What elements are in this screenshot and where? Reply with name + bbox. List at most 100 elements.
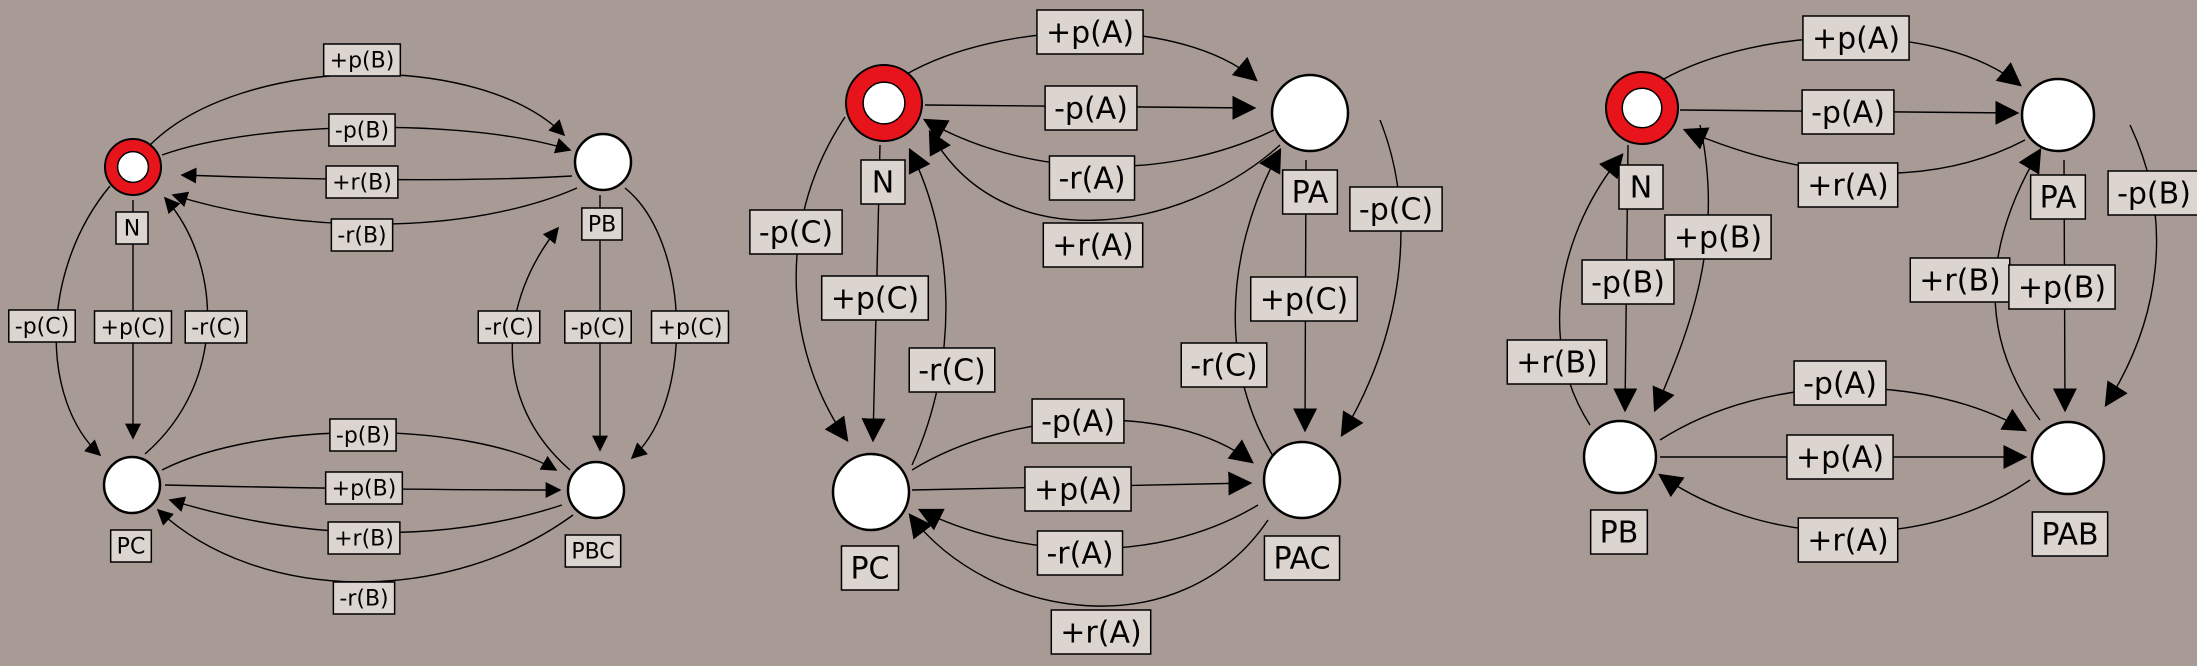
transition-label-text: +p(B) [330,49,395,74]
transition-label: -p(C) [749,209,843,255]
transition-label-text: -r(C) [1190,349,1258,384]
state-label-text: PB [1600,516,1639,551]
transition-label: -p(B) [328,113,396,147]
transition-label: -p(A) [1031,398,1125,444]
transition-label-box [1909,257,2011,303]
transition-label: -r(C) [1180,342,1268,388]
transition-label: -p(B) [329,418,397,452]
transition-pa-to-pac [1340,119,1402,438]
transition-label: +p(B) [324,471,404,505]
state-label-box [564,534,622,568]
start-state-core [862,81,906,125]
transition-label: -p(B) [1581,259,1675,305]
start-state-node [1605,71,1679,145]
transition-label-text: +p(C) [831,282,920,317]
transition-n-to-pc [795,116,849,442]
transition-label: -r(B) [330,218,394,252]
transition-label-box [1793,360,1887,406]
state-node-pb [1582,419,1658,495]
transition-label-text: -p(A) [1811,96,1885,131]
transition-label: +p(A) [1024,466,1132,512]
transition-label-box [1802,15,1910,61]
transition-label: +p(C) [820,275,930,321]
transition-label-text: +p(A) [1034,473,1122,508]
transition-label-box [1180,342,1268,388]
state-label-text: PAB [2041,518,2098,553]
transition-label: -p(B) [2107,170,2197,216]
state-label: PB [581,207,623,241]
transition-label-text: -p(C) [571,316,625,341]
transition-label-box [327,521,401,555]
transition-label-box [564,310,632,344]
transition-label-text: +p(A) [1812,22,1900,57]
state-label-box [1589,509,1649,555]
transition-label: +p(A) [1036,9,1144,55]
transition-label-box [1024,466,1132,512]
transition-label-text: +r(B) [332,171,392,196]
state-label-box [581,207,623,241]
start-state-core [116,150,150,184]
state-label: PAB [2031,511,2109,557]
transition-label: +r(A) [1050,609,1152,655]
transition-label-text: -p(B) [2117,177,2191,212]
state-label: PA [2029,174,2087,220]
state-label-box [109,529,153,563]
transition-label-text: +p(B) [1674,221,1762,256]
state-node-pa [2020,77,2096,153]
transition-label: +p(B) [2008,264,2116,310]
transition-label-text: +p(C) [101,316,166,341]
transition-label-box [1664,214,1772,260]
transition-label-text: -r(B) [339,587,388,612]
state-node-pc [102,455,162,515]
transition-label: +p(C) [93,310,173,344]
state-label: N [860,159,906,205]
transition-label-text: -p(C) [15,315,69,340]
state-label-text: N [124,217,140,242]
transition-label-text: -r(C) [191,316,241,341]
transition-label-box [1048,155,1136,201]
transition-label-text: +p(B) [332,477,397,502]
transition-label: +r(B) [325,165,399,199]
state-label-box [2029,174,2087,220]
transition-label: +r(A) [1797,162,1899,208]
transition-label-box [332,581,396,615]
transition-label-text: -p(C) [1359,193,1433,228]
transition-label-box [184,310,248,344]
transition-label-text: +r(A) [1052,229,1133,264]
state-label: PC [109,529,153,563]
transition-label-text: +r(B) [1919,264,2000,299]
transition-label: -r(A) [1036,530,1124,576]
state-label-box [2031,511,2109,557]
transition-label-text: +p(B) [2018,271,2106,306]
state-label-box [840,545,900,591]
state-label-text: PA [2040,181,2077,216]
transition-label-text: -r(C) [918,354,986,389]
labels-layer: +p(B)-p(B)+r(B)-r(B)-p(C)+p(C)-r(C)-r(C)… [8,9,2197,655]
state-label: PA [1281,169,1339,215]
transition-label-box [1036,9,1144,55]
nodes-layer [102,64,2106,532]
transition-label-text: +r(A) [1807,524,1888,559]
transition-pac-to-pc [908,513,1269,607]
state-label-text: PBC [571,540,614,565]
state-label: PAC [1263,535,1341,581]
transition-label-box [1801,89,1895,135]
transition-label: +p(C) [650,310,730,344]
transition-pa-to-pab [2104,124,2158,408]
transition-label-box [330,218,394,252]
state-label-box [1263,535,1341,581]
transition-label-text: -p(A) [1041,405,1115,440]
transition-pac-to-pa [1234,147,1283,471]
state-label: PC [840,545,900,591]
transition-label-text: -r(A) [1046,537,1113,572]
state-label: PBC [564,534,622,568]
transition-label-text: -p(A) [1803,367,1877,402]
transition-label-text: +r(A) [1807,169,1888,204]
transition-label: +p(A) [1802,15,1910,61]
transition-label-box [322,43,402,77]
transition-label: +r(A) [1797,517,1899,563]
transition-label-box [477,310,541,344]
transition-label-box [93,310,173,344]
state-node-pa [1270,73,1350,153]
